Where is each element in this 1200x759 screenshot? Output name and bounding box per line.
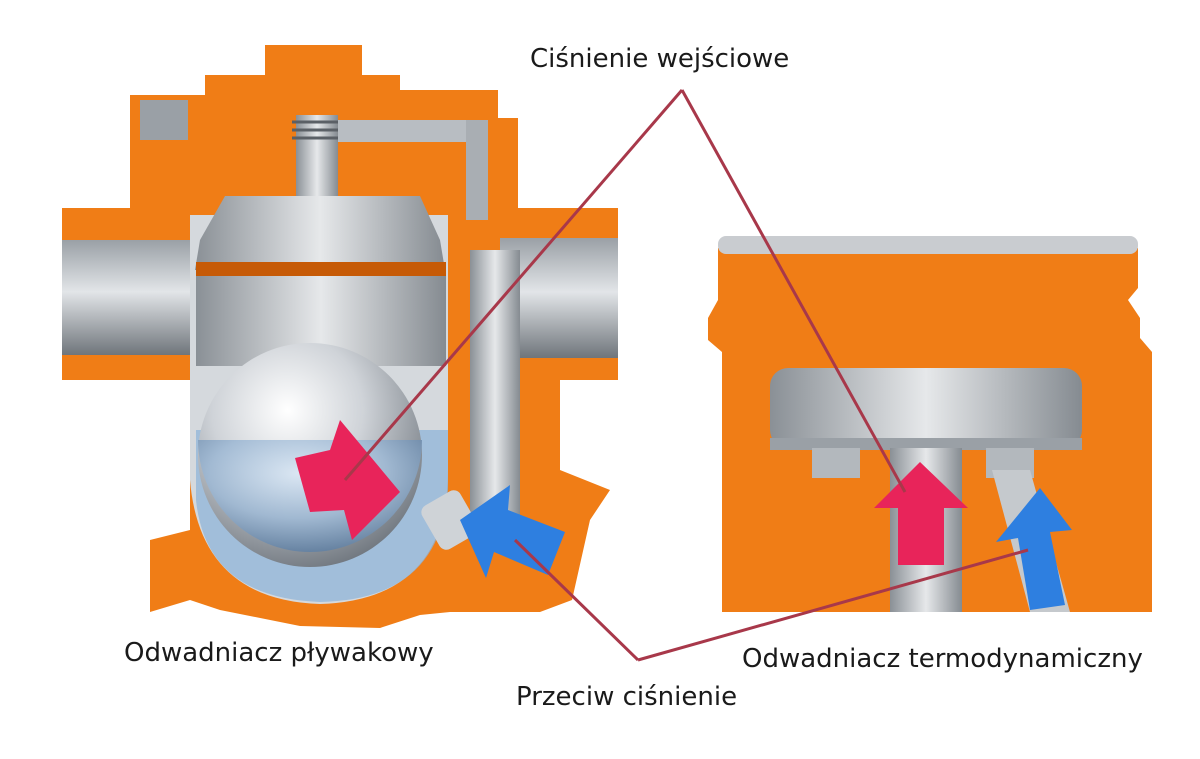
float-trap-outlet-valve	[421, 490, 479, 550]
leader-inlet-float	[343, 89, 684, 481]
thermo-trap-disc	[770, 438, 1082, 450]
float-trap-inlet-pipe	[62, 240, 190, 355]
float-trap-illustration	[62, 45, 618, 628]
float-trap-cap-ring	[196, 262, 446, 276]
thermo-trap-cap-top	[718, 236, 1138, 254]
thermodynamic-trap-illustration	[708, 236, 1152, 612]
label-float-trap: Odwadniacz pływakowy	[124, 638, 434, 668]
label-inlet-pressure: Ciśnienie wejściowe	[530, 44, 790, 74]
thermo-trap-inlet-arrow	[874, 462, 968, 565]
leader-inlet-thermo	[680, 89, 907, 493]
leader-back-float	[513, 538, 640, 662]
thermo-trap-back-arrow	[996, 488, 1072, 610]
float-trap-valve-cap	[195, 196, 445, 270]
leader-back-thermo	[637, 548, 1029, 662]
leader-lines	[343, 89, 1029, 662]
float-trap-vent-tube	[338, 120, 488, 142]
float-trap-vent-tube-drop	[466, 120, 488, 220]
label-thermodynamic-trap: Odwadniacz termodynamiczny	[742, 644, 1143, 674]
thermo-trap-port-left	[812, 448, 860, 478]
float-trap-inlet-arrow	[295, 420, 400, 540]
label-back-pressure: Przeciw ciśnienie	[516, 682, 738, 712]
float-trap-stem-threads	[292, 120, 342, 140]
thermo-trap-cavity	[770, 368, 1082, 448]
float-trap-cover-plug	[140, 100, 188, 140]
float-trap-return-channel	[470, 250, 520, 520]
float-trap-back-arrow	[460, 485, 565, 578]
